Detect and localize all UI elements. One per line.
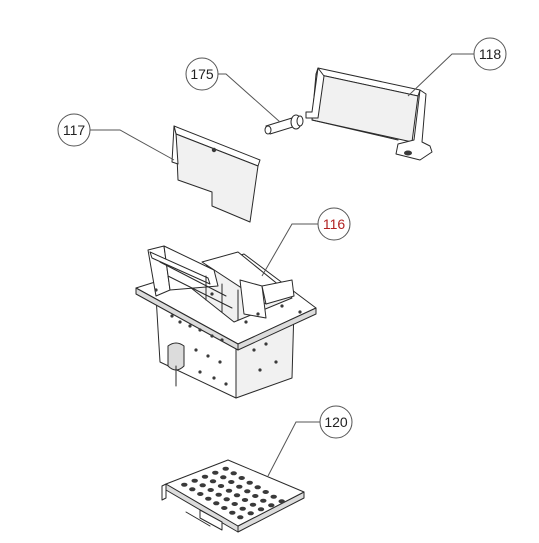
part-118-bracket <box>305 67 433 161</box>
perforation-hole <box>215 492 222 497</box>
part-117-plate <box>171 125 261 223</box>
callout-116-circle <box>317 207 351 241</box>
perforation-hole <box>209 479 217 484</box>
callout-116-label: 116 <box>323 216 346 232</box>
perforation-hole <box>199 483 206 488</box>
perforation-hole <box>213 501 220 506</box>
callout-117-circle <box>57 113 91 147</box>
callout-120-circle <box>319 405 353 439</box>
callout-116[interactable]: 116 <box>261 207 351 277</box>
perforation-hole <box>238 476 245 480</box>
perforation-hole <box>239 506 246 511</box>
perforation-holes <box>181 466 285 520</box>
perforation-hole <box>262 490 269 494</box>
perforation-hole <box>233 493 241 498</box>
callout-175-circle <box>185 57 219 91</box>
perforation-hole <box>207 488 214 492</box>
perforation-hole <box>212 470 219 475</box>
perforation-hole <box>205 496 212 501</box>
perforation-hole <box>247 511 254 516</box>
perforation-hole <box>268 503 275 508</box>
perforation-hole <box>241 498 249 502</box>
perforation-hole <box>221 506 228 510</box>
callout-175-label: 175 <box>190 66 214 82</box>
perforation-hole <box>257 507 265 512</box>
perforation-hole <box>201 474 209 479</box>
callout-117[interactable]: 117 <box>57 113 175 161</box>
perforation-hole <box>197 492 204 496</box>
perforation-hole <box>228 480 235 484</box>
perforation-hole <box>244 489 251 494</box>
callout-175[interactable]: 175 <box>185 57 281 123</box>
part-116-housing <box>135 245 317 399</box>
perforation-hole <box>260 498 267 503</box>
perforation-hole <box>189 487 196 492</box>
callout-120[interactable]: 120 <box>267 405 353 477</box>
perforation-hole <box>231 502 238 506</box>
callout-118-label: 118 <box>479 46 502 62</box>
perforation-hole <box>237 515 244 520</box>
perforation-hole <box>249 502 257 507</box>
perforation-hole <box>217 484 225 488</box>
perforation-hole <box>191 478 198 483</box>
perforation-hole <box>225 488 233 493</box>
perforation-hole <box>220 475 227 480</box>
perforation-hole <box>278 499 285 504</box>
perforation-hole <box>230 471 237 476</box>
callout-117-label: 117 <box>63 122 86 138</box>
perforation-hole <box>252 494 259 498</box>
perforation-hole <box>222 466 229 471</box>
perforation-hole <box>254 485 261 490</box>
perforation-hole <box>181 482 188 487</box>
callout-118[interactable]: 118 <box>407 37 507 97</box>
callout-118-circle <box>473 37 507 71</box>
perforation-hole <box>236 484 243 489</box>
callout-120-label: 120 <box>324 414 348 430</box>
perforation-hole <box>229 510 236 515</box>
perforation-hole <box>270 494 277 499</box>
perforation-hole <box>246 480 253 485</box>
part-120-perforated-plate <box>161 459 305 533</box>
perforation-hole <box>223 497 230 502</box>
part-175-pin <box>264 114 304 135</box>
